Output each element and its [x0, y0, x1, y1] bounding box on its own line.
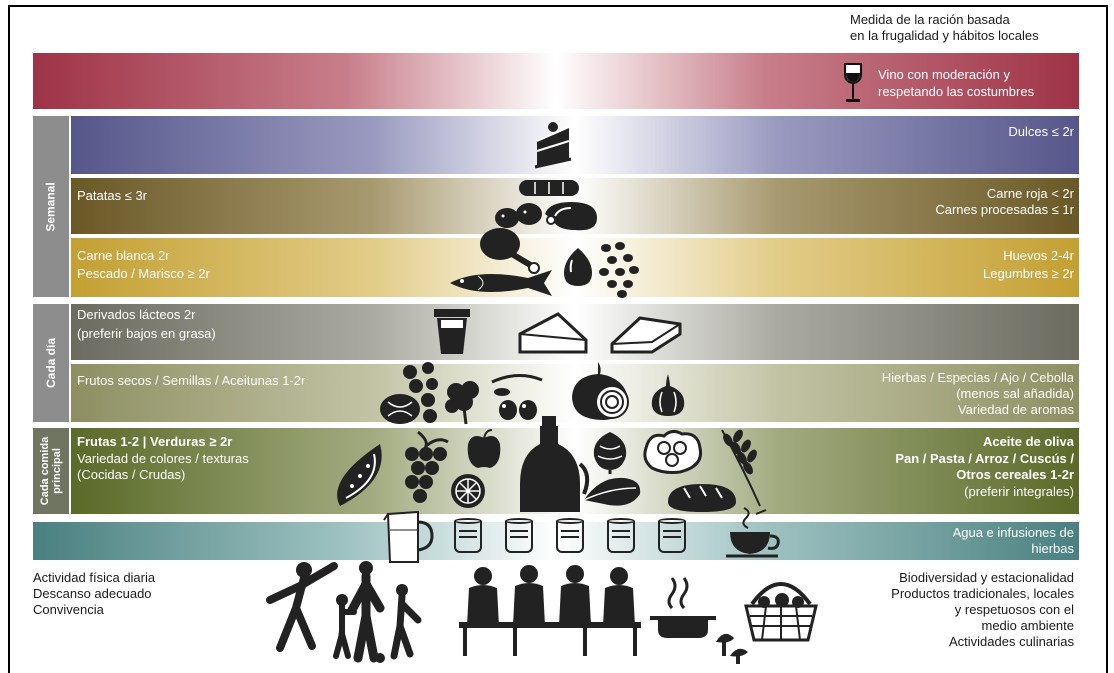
respectful-label: y respetuosos con el	[954, 602, 1074, 617]
meal-label-line2: principal	[51, 448, 63, 494]
seeds-icon	[403, 362, 438, 423]
cooking-pot-icon	[650, 577, 716, 638]
herbs-label-line2: (menos sal añadida)	[956, 386, 1074, 401]
chicken-leg-icon	[480, 228, 540, 274]
potatoes-icon	[495, 203, 542, 228]
dairy-label-line2: (preferir bajos en grasa)	[77, 326, 216, 341]
tea-cup-icon	[726, 507, 780, 558]
sausage-icon	[519, 180, 579, 196]
fruits-vegetables-label: Frutas 1-2 | Verduras ≥ 2r	[77, 434, 233, 449]
herbs-label-line3: Variedad de aromas	[957, 402, 1074, 417]
colors-textures-label: Variedad de colores / texturas	[77, 451, 249, 466]
cooked-raw-label: (Cocidas / Crudas)	[77, 467, 186, 482]
olive-oil-label: Aceite de oliva	[982, 434, 1074, 449]
water-glass-icon	[505, 521, 533, 553]
white-meat-label: Carne blanca 2r	[77, 248, 170, 263]
culinary-activities-label: Actividades culinarias	[948, 634, 1074, 649]
apple-icon	[467, 429, 501, 468]
artichoke-icon	[593, 432, 627, 474]
yogurt-icon	[434, 309, 470, 354]
measure-note-line2: en la frugalidad y hábitos locales	[850, 28, 1039, 43]
wheat-icon	[721, 429, 761, 507]
onion-icon	[572, 362, 629, 420]
water-label-line1: Agua e infusiones de	[952, 525, 1074, 540]
biodiversity-label: Biodiversidad y estacionalidad	[899, 570, 1074, 585]
wine-band	[33, 53, 1079, 109]
family-walking-icon	[333, 561, 422, 663]
watermelon-icon	[337, 444, 382, 506]
fish-icon	[450, 270, 552, 296]
cereals-label-line2: Otros cereales 1-2r	[956, 467, 1074, 482]
dairy-label-line1: Derivados lácteos 2r	[77, 307, 196, 322]
bread-icon	[668, 484, 736, 512]
water-glass-icon	[556, 521, 584, 553]
daily-label: Cada día	[44, 337, 59, 389]
walnut-icon	[380, 394, 420, 424]
egg-icon	[564, 248, 592, 286]
meal-side-label: Cada comida principal	[33, 428, 69, 514]
olives-icon	[491, 374, 543, 420]
parsley-icon	[445, 381, 479, 425]
eggs-label: Huevos 2-4r	[1003, 248, 1074, 263]
measure-note-line1: Medida de la ración basada	[850, 12, 1010, 27]
sweets-label: Dulces ≤ 2r	[1008, 124, 1074, 139]
red-meat-label: Carne roja < 2r	[986, 186, 1074, 201]
wholegrain-label: (preferir integrales)	[964, 484, 1074, 499]
olive-oil-bottle-icon	[520, 416, 590, 512]
exercising-person-icon	[266, 562, 338, 652]
sweets-band	[71, 116, 1079, 174]
physical-activity-label: Actividad física diaria	[33, 570, 156, 585]
conviviality-label: Convivencia	[33, 602, 104, 617]
mushrooms-icon	[716, 633, 748, 664]
water-glass-icon	[454, 521, 482, 553]
cake-icon	[534, 122, 572, 169]
weekly-side-label: Semanal	[33, 116, 69, 297]
cereals-label-line1: Pan / Pasta / Arroz / Cuscús /	[895, 451, 1074, 466]
cauliflower-icon	[643, 429, 703, 474]
cheese-wedge-icon	[518, 312, 588, 354]
legumes-label: Legumbres ≥ 2r	[983, 266, 1074, 281]
nuts-label: Frutos secos / Semillas / Aceitunas 1-2r	[77, 373, 306, 388]
potatoes-label: Patatas ≤ 3r	[77, 188, 148, 203]
wine-label-line1: Vino con moderación y	[878, 67, 1011, 82]
water-label-line2: hierbas	[1031, 541, 1074, 556]
orange-slice-icon	[451, 474, 485, 508]
water-glass-icon	[658, 521, 686, 553]
meal-label: Cada comida principal	[39, 437, 63, 505]
rest-label: Descanso adecuado	[33, 586, 152, 601]
steak-icon	[545, 202, 597, 231]
grapes-icon	[405, 430, 449, 503]
family-dining-icon	[459, 565, 641, 656]
herbs-label-line1: Hierbas / Especias / Ajo / Cebolla	[881, 370, 1074, 385]
wine-glass-icon	[844, 63, 862, 102]
pyramid-frame	[8, 5, 1108, 673]
garlic-icon	[651, 374, 685, 416]
fish-seafood-label: Pescado / Marisco ≥ 2r	[77, 266, 210, 281]
daily-side-label: Cada día	[33, 304, 69, 422]
meal-label-line1: Cada comida	[39, 436, 51, 506]
spinach-icon	[583, 477, 641, 506]
vegetable-basket-icon	[744, 582, 818, 642]
processed-meat-label: Carnes procesadas ≤ 1r	[935, 202, 1074, 217]
environment-label: medio ambiente	[981, 618, 1075, 633]
traditional-products-label: Productos tradicionales, locales	[891, 586, 1074, 601]
water-glass-icon	[607, 521, 635, 553]
water-jug-icon	[383, 510, 434, 563]
wine-label-line2: respetando las costumbres	[878, 84, 1035, 99]
legumes-icon	[599, 242, 639, 298]
weekly-label: Semanal	[44, 181, 59, 232]
cheese-block-icon	[610, 316, 682, 354]
